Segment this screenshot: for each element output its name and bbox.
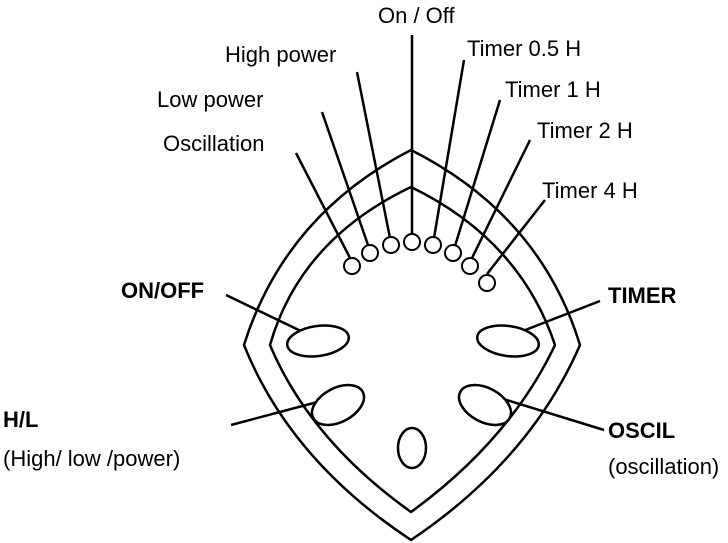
oscil-button[interactable]: [452, 377, 517, 433]
leader-timer-05: [432, 59, 466, 239]
label-timer-1: Timer 1 H: [505, 77, 601, 102]
leader-oscil-button: [499, 396, 605, 432]
indicator-timer-1-light: [444, 244, 462, 262]
leader-onoff-button: [225, 293, 306, 335]
panel-inner-outline: [268, 185, 557, 514]
timer-button[interactable]: [475, 322, 541, 360]
leader-low-power: [320, 111, 370, 246]
leader-timer-1: [453, 99, 502, 247]
indicator-oscillation-light: [343, 257, 361, 275]
label-hl-description: (High/ low /power): [3, 446, 181, 471]
label-hl-button: H/L: [3, 407, 39, 432]
label-oscil-description: (oscillation): [608, 454, 720, 479]
leader-timer-2: [470, 139, 532, 259]
label-timer-05: Timer 0.5 H: [467, 36, 582, 61]
leader-oscillation: [294, 152, 352, 259]
leader-high-power: [355, 71, 392, 239]
label-oscillation: Oscillation: [163, 131, 265, 156]
indicator-high-power-light: [382, 236, 400, 254]
indicator-timer-4-light: [478, 274, 496, 292]
label-high-power: High power: [225, 42, 337, 67]
center-button[interactable]: [396, 426, 428, 470]
leader-timer-4: [486, 199, 546, 275]
label-timer-2: Timer 2 H: [537, 118, 633, 143]
panel-outer-outline: [242, 148, 582, 542]
onoff-button[interactable]: [285, 322, 351, 360]
label-low-power: Low power: [157, 87, 264, 112]
indicator-low-power-light: [361, 244, 379, 262]
indicator-timer-05-light: [424, 236, 442, 254]
indicator-on-off-light: [403, 233, 421, 251]
leader-hl-button: [230, 398, 326, 427]
label-oscil-button: OSCIL: [608, 418, 676, 443]
indicator-timer-2-light: [461, 257, 479, 275]
label-timer-4: Timer 4 H: [542, 178, 638, 203]
label-timer-button: TIMER: [608, 283, 677, 308]
label-on-off: On / Off: [378, 3, 455, 28]
hl-button[interactable]: [305, 377, 370, 433]
leader-timer-button: [514, 299, 601, 336]
label-onoff-button: ON/OFF: [121, 278, 205, 303]
